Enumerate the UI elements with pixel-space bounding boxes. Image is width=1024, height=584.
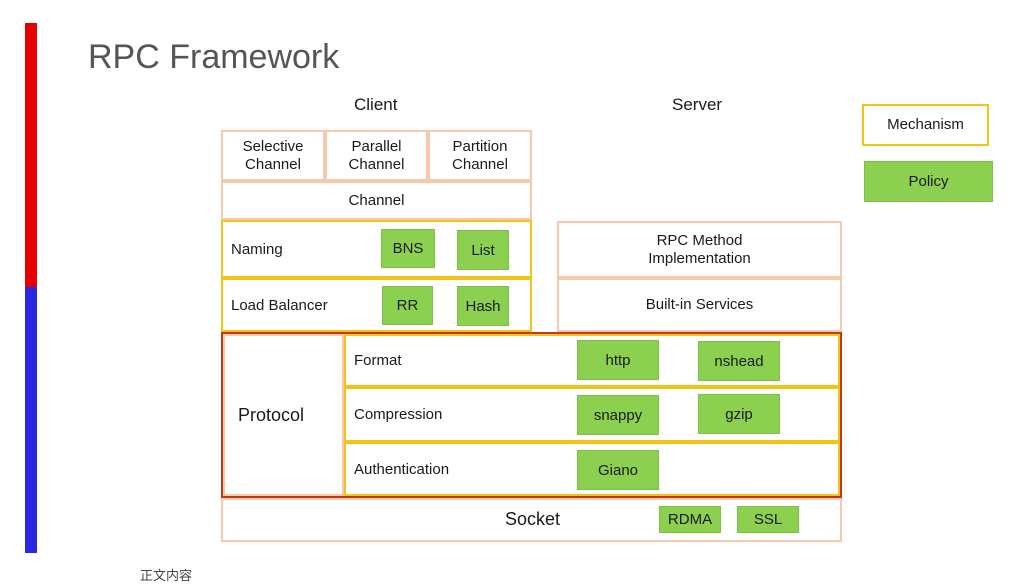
socket-label: Socket — [505, 509, 561, 529]
policy-gzip: gzip — [698, 394, 780, 434]
policy-snappy: snappy — [577, 395, 659, 435]
footer-text: 正文内容 — [140, 568, 193, 583]
accent-bar-red — [25, 23, 37, 287]
policy-nshead: nshead — [698, 341, 780, 381]
server-header: Server — [672, 95, 723, 114]
policy-http: http — [577, 340, 659, 380]
legend-policy: Policy — [864, 161, 993, 202]
policy-rdma: RDMA — [659, 506, 721, 533]
accent-bar-blue — [25, 287, 37, 553]
partition-channel: Partition Channel — [428, 130, 532, 181]
page-title: RPC Framework — [88, 38, 340, 76]
client-header: Client — [354, 95, 398, 114]
legend-mechanism: Mechanism — [862, 104, 989, 146]
compression-label: Compression — [354, 406, 443, 423]
format-label: Format — [354, 352, 402, 369]
authentication-label: Authentication — [354, 460, 450, 478]
channel-box: Channel — [221, 181, 532, 220]
policy-bns: BNS — [381, 229, 435, 268]
selective-channel: Selective Channel — [221, 130, 325, 181]
protocol-label: Protocol — [238, 404, 305, 425]
naming-label: Naming — [231, 240, 283, 258]
policy-ssl: SSL — [737, 506, 799, 533]
builtin-services: Built-in Services — [557, 278, 842, 332]
parallel-channel: Parallel Channel — [325, 130, 428, 181]
policy-list: List — [457, 230, 509, 270]
protocol-box: Protocol — [223, 334, 344, 496]
policy-giano: Giano — [577, 450, 659, 490]
load-balancer-label: Load Balancer — [231, 296, 328, 314]
policy-rr: RR — [382, 286, 433, 325]
rpc-method-implementation: RPC Method Implementation — [557, 221, 842, 278]
policy-hash: Hash — [457, 286, 509, 326]
